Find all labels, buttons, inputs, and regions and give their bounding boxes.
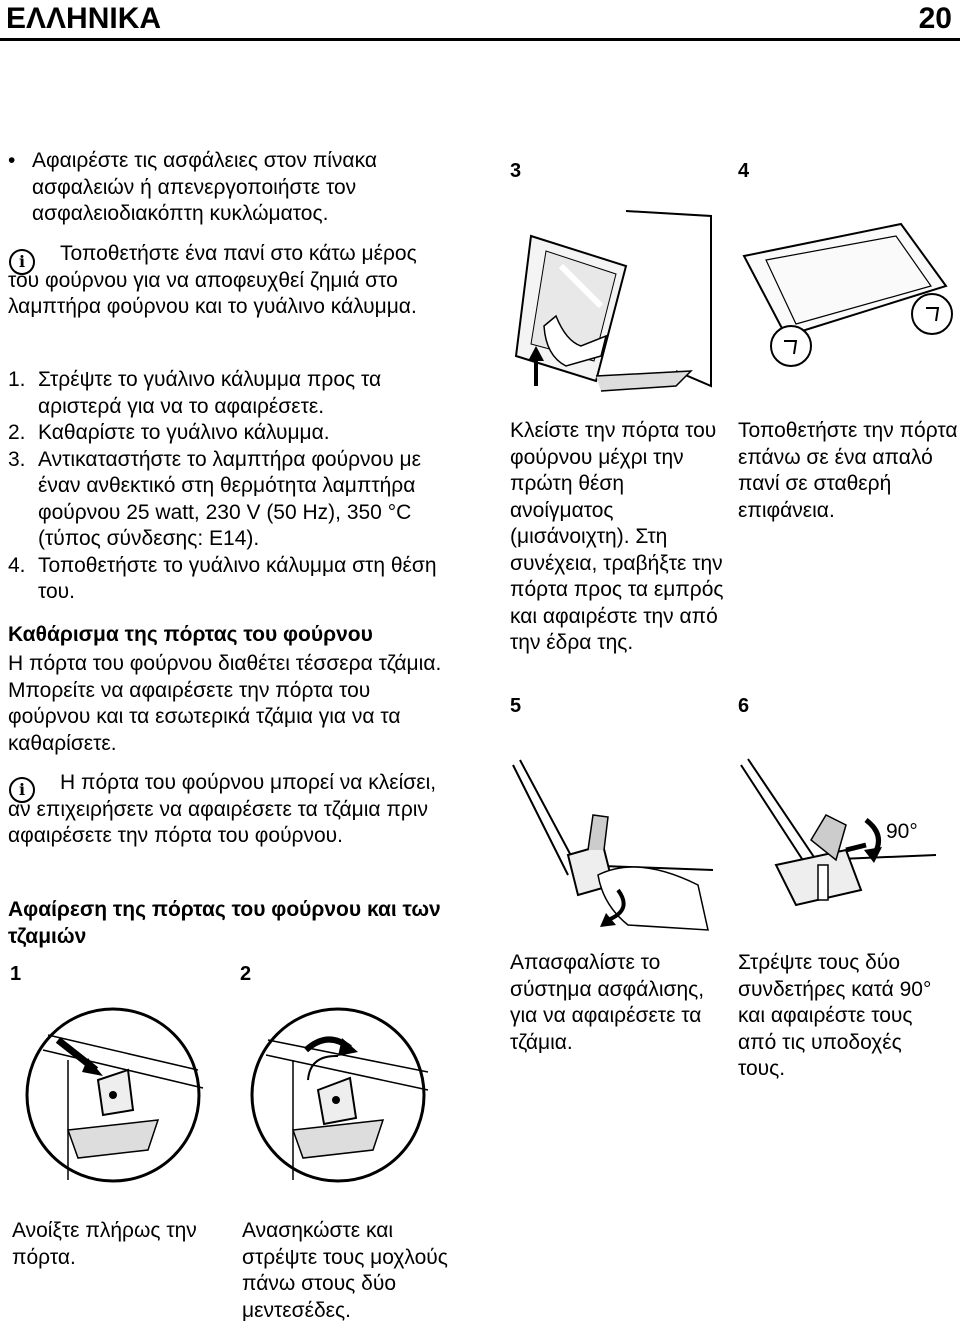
figure-number: 4 — [738, 160, 750, 182]
info-icon: i — [9, 777, 35, 803]
step-number: 2. — [8, 421, 26, 444]
section-title: ΕΛΛΗΝΙΚΑ — [6, 2, 162, 35]
figure-1-illustration — [25, 1007, 204, 1183]
angle-label: 90° — [886, 820, 918, 843]
figure-6-caption: Στρέψτε τους δύο συνδετήρες κατά 90° και… — [738, 951, 932, 1080]
figure-4-illustration — [742, 222, 953, 367]
step-text: Τοποθετήστε το γυάλινο κάλυμμα στη θέση … — [38, 553, 437, 604]
figure-number: 1 — [10, 963, 22, 985]
figure-6-illustration — [740, 758, 937, 907]
figure-3-illustration — [514, 210, 712, 392]
steps-list: 1. Στρέψτε το γυάλινο κάλυμμα προς τα αρι… — [8, 367, 468, 606]
figure-1-caption: Ανοίξτε πλήρως την πόρτα. — [12, 1219, 197, 1269]
step-number: 4. — [8, 553, 26, 577]
heading-door-cleaning: Καθάρισμα της πόρτας του φούρνου — [8, 623, 373, 646]
step-item: 4. Τοποθετήστε το γυάλινο κάλυμμα στη θέσ… — [8, 553, 468, 606]
figure-3-caption: Κλείστε την πόρτα του φούρνου μέχρι την … — [510, 419, 724, 654]
info-icon: i — [9, 249, 35, 275]
note-cloth: Τοποθετήστε ένα πανί στο κάτω μέρος του … — [8, 242, 417, 318]
bullet-text: Αφαιρέστε τις ασφάλειες στον πίνακα ασφα… — [32, 149, 377, 225]
step-number: 3. — [8, 447, 26, 471]
step-item: 3. Αντικαταστήστε το λαμπτήρα φούρνου με … — [8, 447, 468, 553]
header-rule — [0, 38, 960, 41]
figure-2-illustration — [250, 1007, 429, 1183]
page-number: 20 — [918, 2, 952, 35]
step-text: Καθαρίστε το γυάλινο κάλυμμα. — [38, 421, 330, 444]
figure-4-caption: Τοποθετήστε την πόρτα επάνω σε ένα απαλό… — [738, 419, 958, 522]
bullet-dot: • — [8, 149, 16, 172]
step-item: 2. Καθαρίστε το γυάλινο κάλυμμα. — [8, 420, 468, 447]
figure-number: 6 — [738, 695, 750, 717]
para-door: Η πόρτα του φούρνου διαθέτει τέσσερα τζά… — [8, 652, 442, 755]
step-text: Στρέψτε το γυάλινο κάλυμμα προς τα αριστ… — [38, 368, 382, 418]
heading-door-removal: Αφαίρεση της πόρτας του φούρνου και των … — [8, 898, 441, 948]
figure-2-caption: Ανασηκώστε και στρέψτε τους μοχλούς πάνω… — [242, 1219, 448, 1322]
step-number: 1. — [8, 368, 26, 391]
note-door-close: Η πόρτα του φούρνου μπορεί να κλείσει, α… — [8, 771, 437, 847]
figure-number: 3 — [510, 160, 522, 182]
figure-5-caption: Απασφαλίστε το σύστημα ασφάλισης, για να… — [510, 951, 705, 1054]
step-item: 1. Στρέψτε το γυάλινο κάλυμμα προς τα αρι… — [8, 367, 468, 420]
step-text: Αντικαταστήστε το λαμπτήρα φούρνου με έν… — [38, 447, 422, 551]
figure-number: 2 — [240, 963, 252, 985]
figure-5-illustration — [512, 759, 714, 931]
figure-number: 5 — [510, 695, 522, 717]
